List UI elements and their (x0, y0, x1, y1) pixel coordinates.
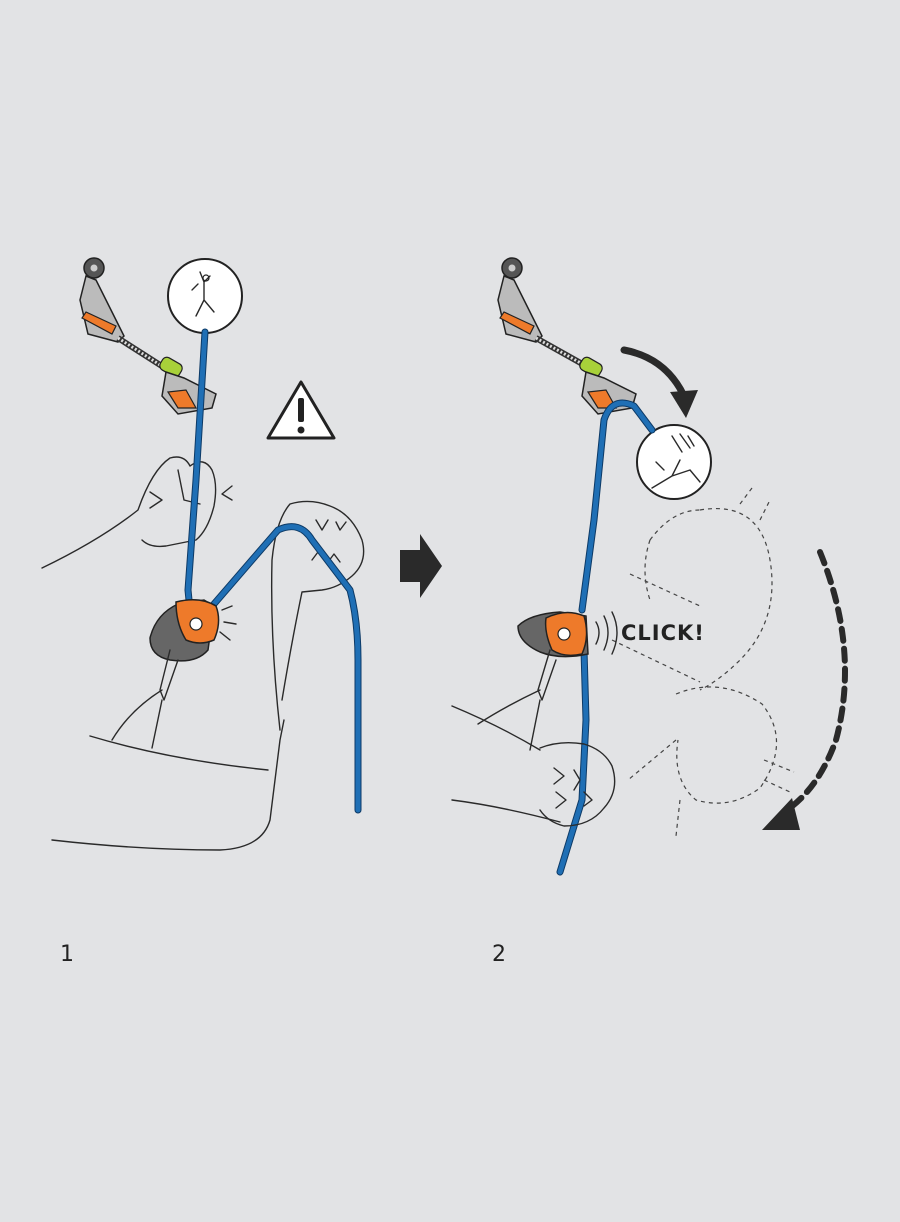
belay-device-2 (517, 611, 618, 658)
harness-carabiner-1 (111, 649, 179, 749)
arrow-right-icon (400, 534, 442, 598)
harness-carabiner-2 (477, 649, 557, 751)
brake-hand-2 (539, 741, 616, 827)
falling-climber-ghost (611, 487, 795, 837)
step-number-1: 1 (60, 942, 74, 967)
warning-triangle-icon (266, 380, 336, 440)
right-fist-1 (270, 500, 365, 731)
rope-climber-side-2 (579, 400, 655, 613)
click-label: CLICK! (621, 621, 705, 645)
panel-1 (41, 257, 365, 851)
quickdraw-1 (79, 257, 217, 415)
quickdraw-2 (497, 257, 637, 415)
curved-arrow-icon (620, 346, 698, 418)
arm-1 (51, 719, 285, 851)
belay-device-1 (149, 599, 237, 662)
arm-2 (451, 705, 561, 823)
falling-climber-icon (636, 424, 712, 500)
step-number-2: 2 (492, 942, 506, 967)
rope-climber-side-1 (185, 329, 208, 613)
rope-brake-side-2 (557, 647, 589, 875)
left-hand-1 (41, 456, 233, 569)
fall-direction-arrow (762, 549, 848, 830)
rope-brake-side-1 (211, 524, 361, 813)
climber-circle (167, 258, 243, 334)
panel-2: CLICK! (451, 257, 848, 876)
